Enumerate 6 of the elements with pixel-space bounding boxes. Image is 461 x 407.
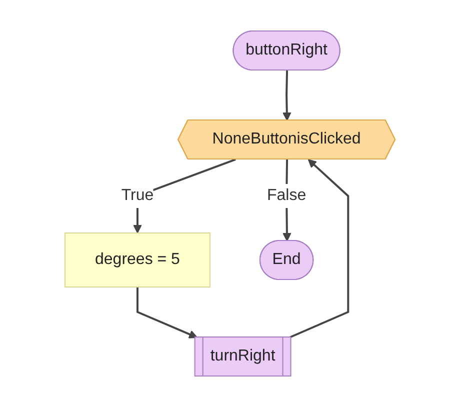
arrow <box>136 287 198 338</box>
arrow <box>290 159 350 338</box>
edge-label: False <box>267 186 307 204</box>
edge-label: True <box>122 186 154 204</box>
node-box: degrees = 5 <box>64 232 211 288</box>
arrow <box>282 70 292 121</box>
